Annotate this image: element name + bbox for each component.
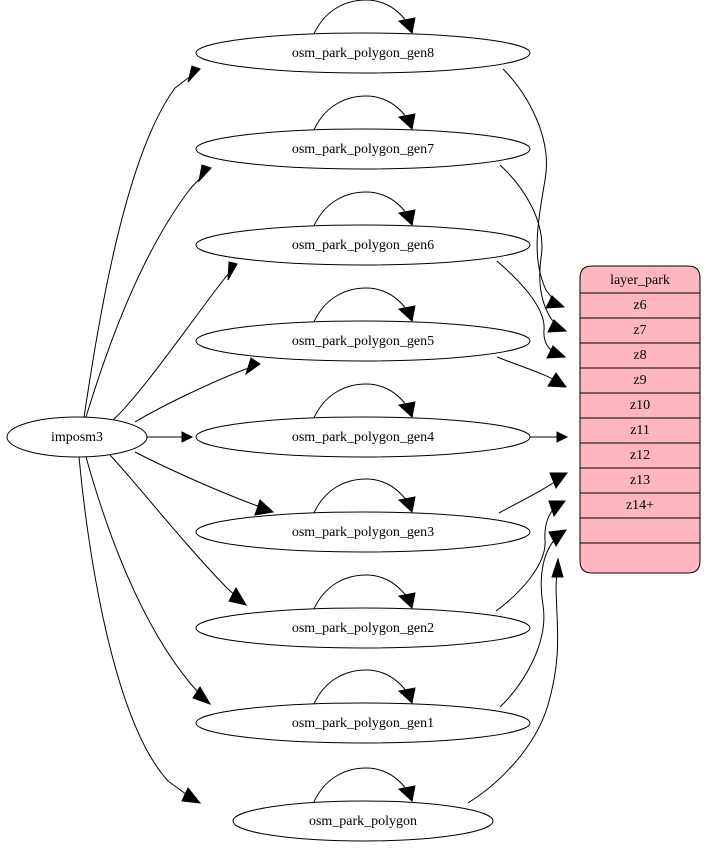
base-ellipse[interactable] <box>232 800 494 842</box>
self-loop-gen2 <box>312 574 416 612</box>
node-gen5[interactable]: osm_park_polygon_gen5 <box>195 320 531 362</box>
layer-park-row-z10[interactable]: z10 <box>630 398 650 413</box>
gen6-label: osm_park_polygon_gen6 <box>292 238 434 253</box>
edge-imposm3-to-gen5 <box>134 357 261 423</box>
node-base[interactable]: osm_park_polygon <box>232 800 494 842</box>
layer-park-row-z8[interactable]: z8 <box>633 348 646 363</box>
self-loop-gen3 <box>312 478 416 516</box>
layer-park-row-z9[interactable]: z9 <box>633 373 646 388</box>
edge-gen1-to-z13 <box>499 529 567 708</box>
gen3-label: osm_park_polygon_gen3 <box>292 525 434 540</box>
gen4-ellipse[interactable] <box>195 416 531 458</box>
gen4-label: osm_park_polygon_gen4 <box>292 430 434 445</box>
self-loop-gen6 <box>312 191 416 229</box>
gen3-ellipse[interactable] <box>195 511 531 553</box>
gen5-ellipse[interactable] <box>195 320 531 362</box>
edge-gen2-to-z12 <box>495 500 566 612</box>
edge-gen7-to-z7 <box>499 164 568 333</box>
base-label: osm_park_polygon <box>309 814 417 829</box>
layer-park-row-z12[interactable]: z12 <box>630 448 650 463</box>
gen1-label: osm_park_polygon_gen1 <box>292 716 434 731</box>
edge-imposm3-to-gen8 <box>83 65 201 418</box>
edge-gen3-to-z11 <box>498 472 568 514</box>
gen1-ellipse[interactable] <box>195 702 531 744</box>
gen8-ellipse[interactable] <box>195 32 531 74</box>
gen5-label: osm_park_polygon_gen5 <box>292 334 434 349</box>
edges-to-layer-park <box>467 68 569 804</box>
layer-park-row-z14plus[interactable]: z14+ <box>626 498 654 513</box>
edge-gen8-to-z6 <box>502 68 566 309</box>
edge-imposm3-to-gen4 <box>147 431 194 443</box>
layer-park-row-z6[interactable]: z6 <box>633 298 646 313</box>
edge-imposm3-to-gen3 <box>134 451 275 516</box>
node-gen2[interactable]: osm_park_polygon_gen2 <box>195 607 531 649</box>
layer-park-row-z13[interactable]: z13 <box>630 473 650 488</box>
node-gen4[interactable]: osm_park_polygon_gen4 <box>195 416 531 458</box>
gen7-label: osm_park_polygon_gen7 <box>292 142 434 157</box>
edges-from-imposm3 <box>78 65 275 804</box>
self-loop-gen5 <box>312 287 416 325</box>
layer-park-row-z7[interactable]: z7 <box>633 323 646 338</box>
edge-gen5-to-z9 <box>496 356 568 388</box>
gen7-ellipse[interactable] <box>195 128 531 170</box>
gen2-label: osm_park_polygon_gen2 <box>292 621 434 636</box>
gen6-ellipse[interactable] <box>195 224 531 266</box>
layer-park-header-label: layer_park <box>610 273 670 288</box>
node-gen7[interactable]: osm_park_polygon_gen7 <box>195 128 531 170</box>
edge-imposm3-to-gen2 <box>109 454 248 606</box>
layer-park-row-z11[interactable]: z11 <box>630 423 650 438</box>
edge-base-to-z14 <box>467 557 564 804</box>
edge-imposm3-to-base <box>78 456 202 804</box>
imposm3-label: imposm3 <box>51 430 103 445</box>
edge-gen4-to-z10 <box>530 431 569 443</box>
self-loop-gen8 <box>312 0 416 37</box>
self-loop-gen1 <box>312 669 416 707</box>
self-loop-gen4 <box>312 383 416 421</box>
node-imposm3[interactable]: imposm3 <box>6 416 148 458</box>
node-gen3[interactable]: osm_park_polygon_gen3 <box>195 511 531 553</box>
edge-imposm3-to-gen1 <box>85 456 212 705</box>
edge-imposm3-to-gen6 <box>112 261 238 421</box>
gen8-label: osm_park_polygon_gen8 <box>292 46 434 61</box>
self-loops <box>312 0 416 805</box>
node-gen1[interactable]: osm_park_polygon_gen1 <box>195 702 531 744</box>
node-gen6[interactable]: osm_park_polygon_gen6 <box>195 224 531 266</box>
edge-gen6-to-z8 <box>496 260 567 359</box>
self-loop-gen7 <box>312 95 416 133</box>
edge-imposm3-to-gen7 <box>85 164 212 418</box>
node-gen8[interactable]: osm_park_polygon_gen8 <box>195 32 531 74</box>
gen2-ellipse[interactable] <box>195 607 531 649</box>
self-loop-base <box>312 767 416 805</box>
imposm3-ellipse[interactable] <box>6 416 148 458</box>
node-layer-park[interactable]: layer_park z6 z7 z8 z9 z10 z11 z12 z13 z… <box>579 265 701 574</box>
